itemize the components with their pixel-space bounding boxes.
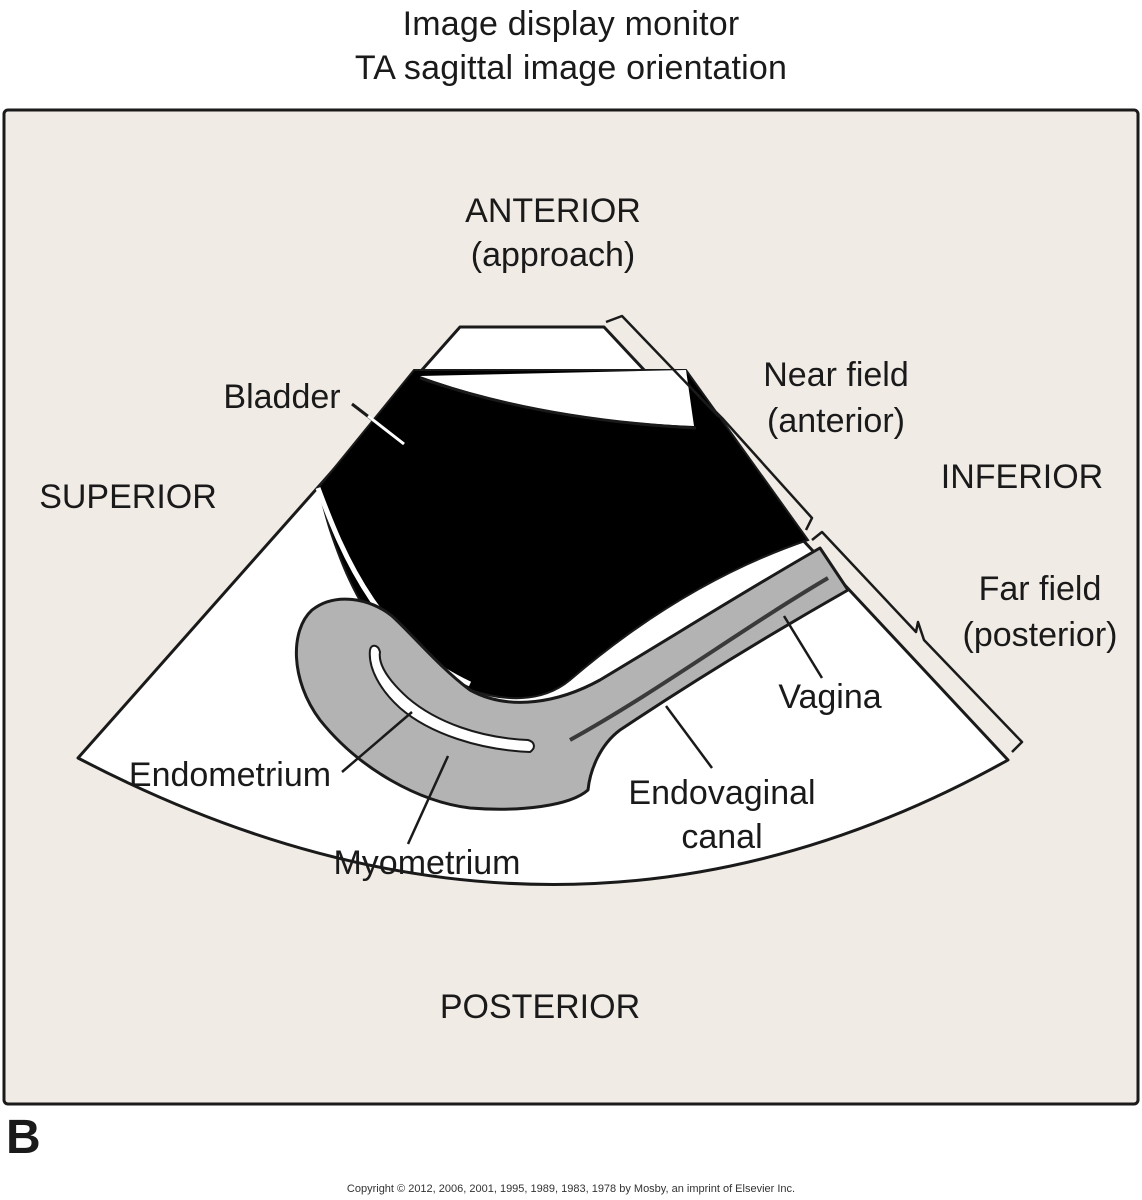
label-endovaginal-canal: canal xyxy=(681,818,762,856)
near-field-line xyxy=(419,376,697,430)
label-far-field: Far field xyxy=(979,570,1102,608)
endometrium-leader xyxy=(341,711,413,773)
diagram-subtitle: TA sagittal image orientation xyxy=(354,49,788,87)
uterus-region xyxy=(295,546,850,811)
copyright-notice: Copyright © 2012, 2006, 2001, 1995, 1989… xyxy=(346,1183,796,1195)
label-vagina: Vagina xyxy=(778,678,881,716)
label-near-field: Near field xyxy=(763,356,909,394)
label-endometrium: Endometrium xyxy=(129,756,331,794)
myometrium-leader xyxy=(406,755,450,845)
label-far-field-sub: (posterior) xyxy=(963,616,1118,654)
endometrium-stripe xyxy=(368,644,535,754)
label-myometrium: Myometrium xyxy=(333,844,520,882)
near-field-bracket xyxy=(605,314,814,531)
diagram-title: Image display monitor xyxy=(402,5,740,43)
endovaginal-leader xyxy=(664,705,714,769)
label-bladder: Bladder xyxy=(223,378,340,416)
label-near-field-sub: (anterior) xyxy=(767,402,905,440)
far-field-bracket xyxy=(811,530,1024,753)
endovaginal-canal-line xyxy=(569,576,830,742)
label-anterior-note: (approach) xyxy=(471,236,635,274)
label-posterior: POSTERIOR xyxy=(440,988,640,1026)
vagina-leader xyxy=(782,615,824,679)
near-field-band xyxy=(420,370,694,426)
label-superior: SUPERIOR xyxy=(39,478,217,516)
panel-letter: B xyxy=(6,1111,41,1164)
label-endovaginal: Endovaginal xyxy=(628,774,815,812)
bladder-leader-white xyxy=(367,414,405,446)
label-anterior: ANTERIOR xyxy=(465,192,641,230)
label-inferior: INFERIOR xyxy=(941,458,1103,496)
